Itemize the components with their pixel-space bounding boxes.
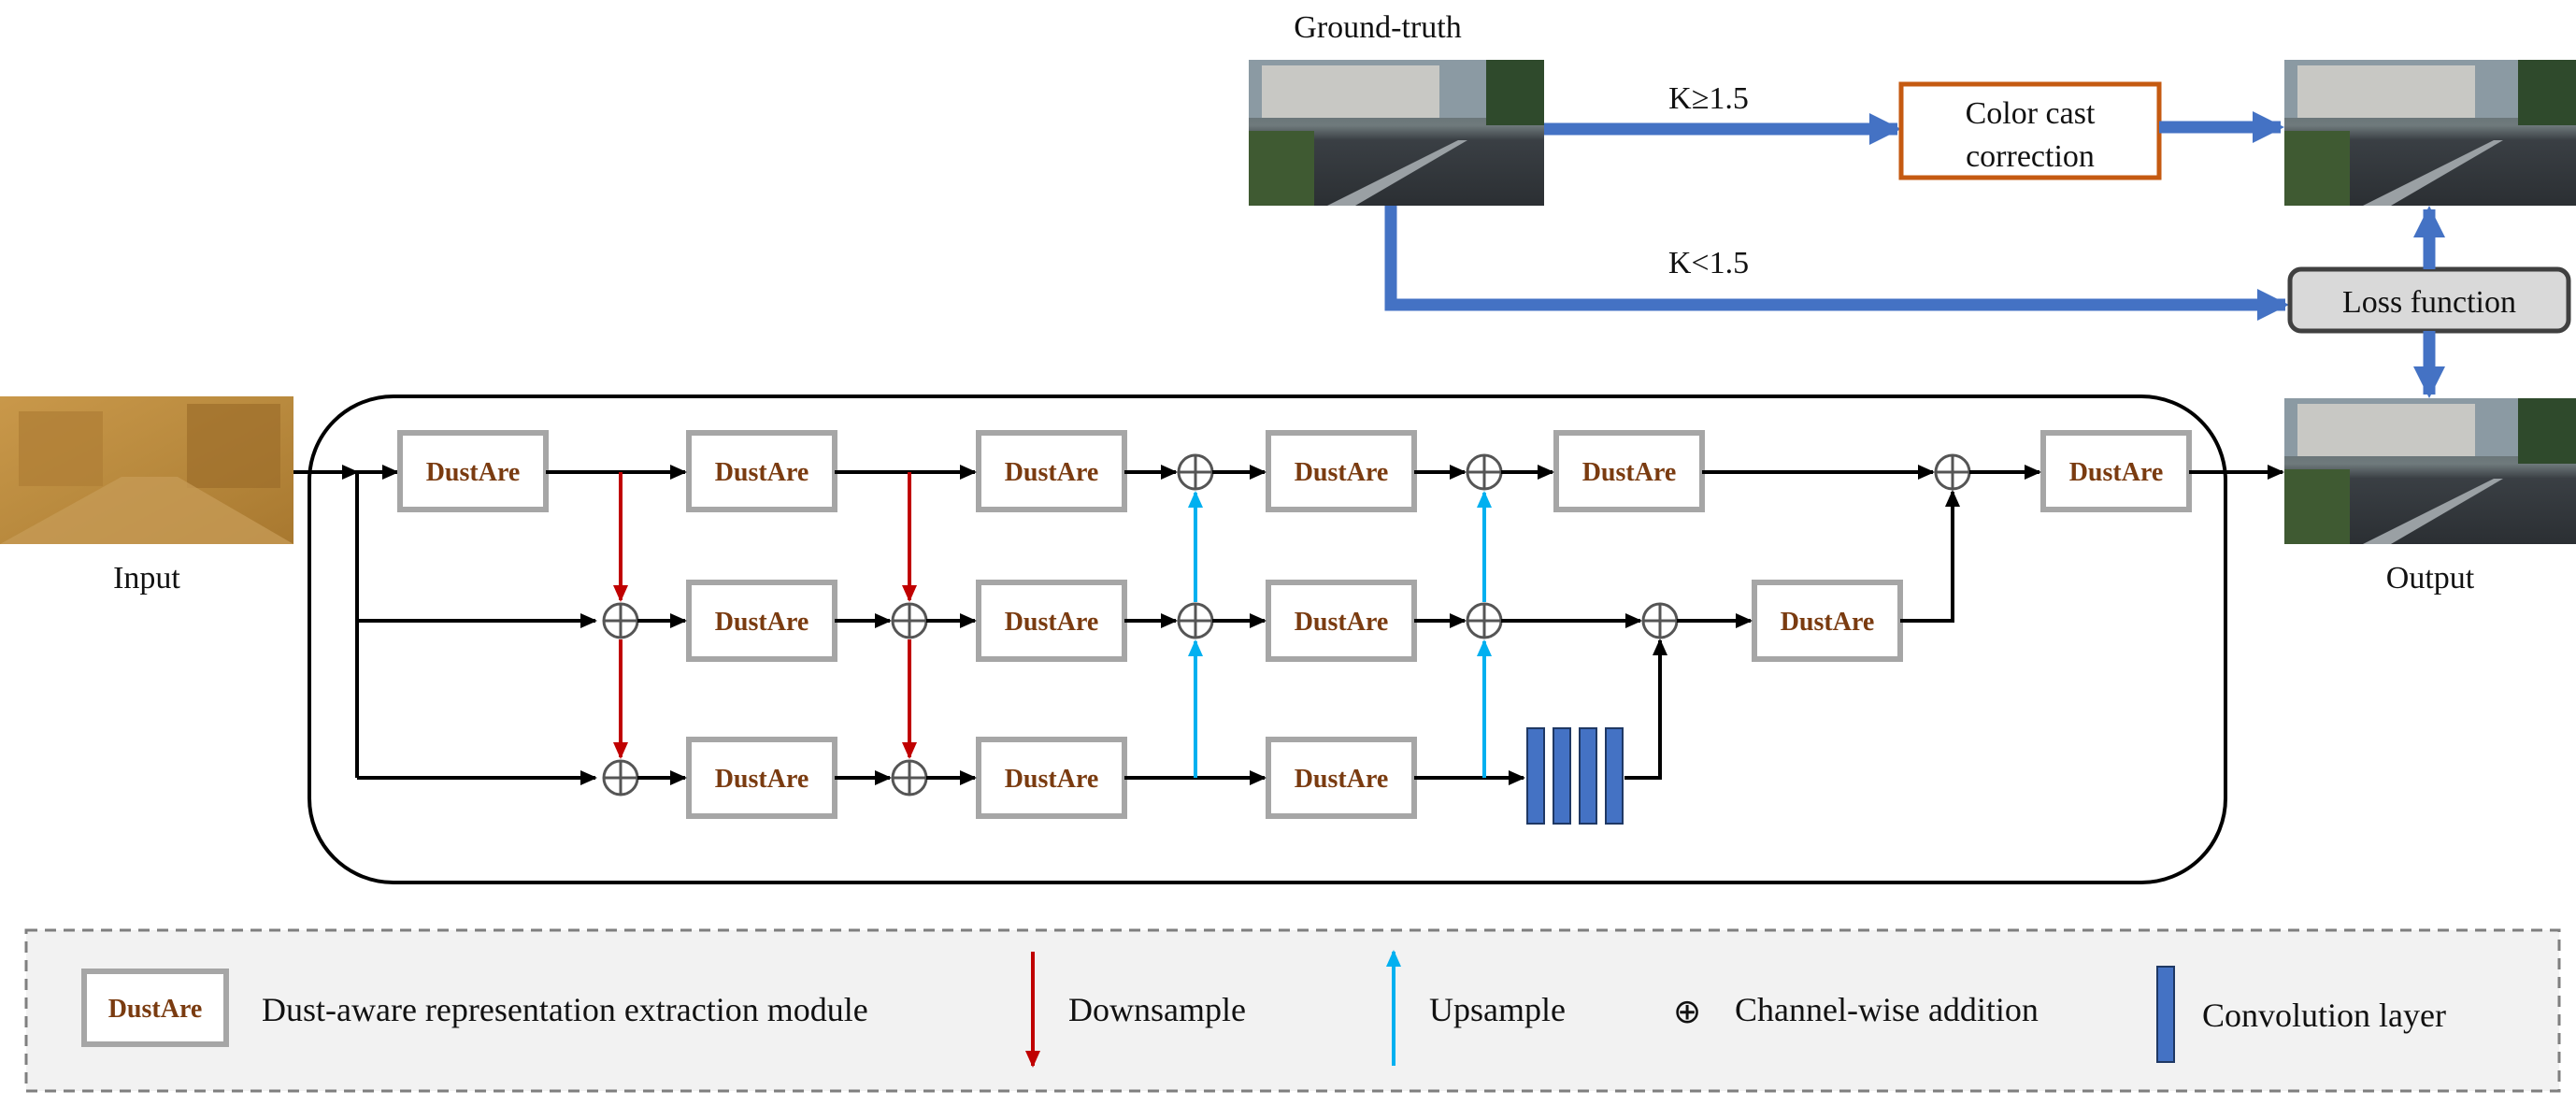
corrected-output-image: [2284, 60, 2576, 206]
dustare-module-r1c3: DustAre: [976, 430, 1127, 512]
legend-box: [24, 928, 2561, 1093]
dustare-module-r2c2: DustAre: [976, 580, 1127, 662]
gt-to-loss-arrow: [1384, 206, 2289, 321]
legend-addition-label: Channel-wise addition: [1735, 991, 2039, 1028]
module-label: DustAre: [715, 765, 809, 794]
k-ge-label: K≥1.5: [1668, 81, 1749, 116]
module-label: DustAre: [1295, 765, 1389, 794]
dustare-module-r1c4: DustAre: [1266, 430, 1417, 512]
module-label: DustAre: [1005, 458, 1099, 487]
color-cast-correction-box: [1898, 81, 2162, 180]
legend-upsample-label: Upsample: [1429, 991, 1566, 1028]
color-cast-label-line1: Color cast: [1966, 96, 2096, 131]
module-label: DustAre: [1295, 608, 1389, 637]
module-label: DustAre: [2069, 458, 2164, 487]
dustare-module-r3c1: DustAre: [686, 737, 837, 819]
loss-function-label: Loss function: [2342, 285, 2516, 320]
module-label: DustAre: [1781, 608, 1875, 637]
module-label: DustAre: [715, 608, 809, 637]
dustare-module-r3c3: DustAre: [1266, 737, 1417, 819]
output-label: Output: [2386, 561, 2475, 596]
legend-module-label: DustAre: [108, 995, 203, 1024]
module-label: DustAre: [1005, 765, 1099, 794]
legend-downsample-label: Downsample: [1068, 991, 1246, 1028]
legend-conv-label: Convolution layer: [2202, 997, 2446, 1034]
input-image: [0, 396, 293, 544]
legend-conv-sample: [2156, 966, 2175, 1063]
ground-truth-image: [1249, 60, 1544, 206]
module-label: DustAre: [1295, 458, 1389, 487]
dustare-module-r2c4: DustAre: [1752, 580, 1903, 662]
module-label: DustAre: [1005, 608, 1099, 637]
dustare-module-r1c1: DustAre: [397, 430, 549, 512]
dustare-module-r1c6: DustAre: [2040, 430, 2192, 512]
module-label: DustAre: [426, 458, 521, 487]
color-cast-label-line2: correction: [1966, 139, 2095, 174]
network-container: [308, 395, 2227, 884]
legend-addition-symbol: ⊕: [1673, 993, 1701, 1030]
dustare-module-r3c2: DustAre: [976, 737, 1127, 819]
dustare-module-r2c3: DustAre: [1266, 580, 1417, 662]
output-image: [2284, 398, 2576, 544]
k-lt-label: K<1.5: [1668, 246, 1749, 280]
dustare-module-r1c5: DustAre: [1553, 430, 1705, 512]
dustare-module-r1c2: DustAre: [686, 430, 837, 512]
module-label: DustAre: [715, 458, 809, 487]
module-label: DustAre: [1582, 458, 1677, 487]
convolution-layers: [1526, 727, 1624, 825]
ground-truth-label: Ground-truth: [1294, 10, 1461, 45]
dustare-module-r2c1: DustAre: [686, 580, 837, 662]
input-label: Input: [113, 561, 180, 596]
legend-module-sample: DustAre: [81, 969, 229, 1047]
legend-module-desc: Dust-aware representation extraction mod…: [262, 991, 868, 1028]
